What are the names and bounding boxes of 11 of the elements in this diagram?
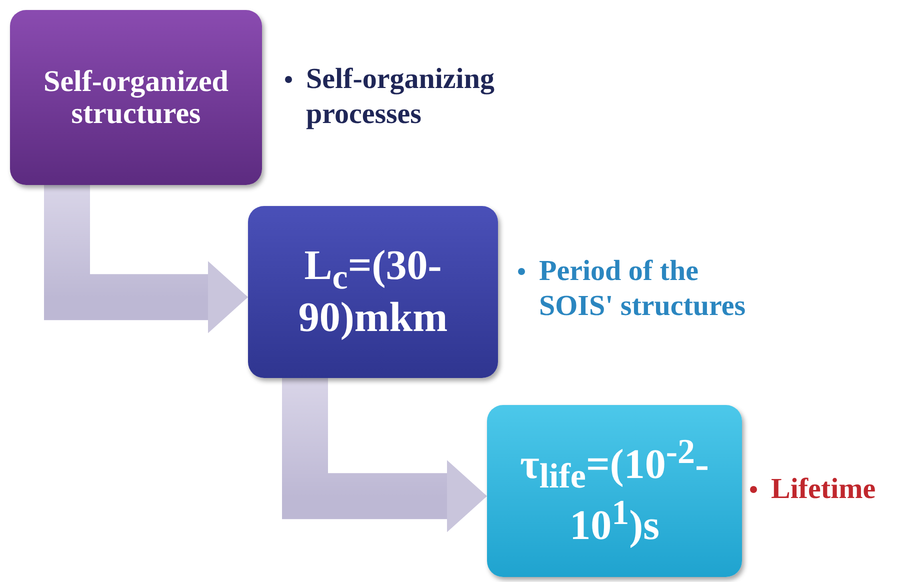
process-box bbox=[487, 405, 742, 577]
process-box bbox=[248, 206, 498, 378]
description-text: Lifetime bbox=[771, 472, 876, 507]
description-text: Self-organizing processes bbox=[306, 62, 496, 132]
box-label: Self-organized structures bbox=[42, 66, 230, 129]
box-label: L$_{c}$=(30- 90)mkm bbox=[297, 244, 449, 340]
process-box bbox=[10, 10, 262, 185]
bent-arrow bbox=[282, 378, 487, 532]
box-label: τ$_{life}$=(10$^{-2}$- 10$^{1}$)s bbox=[518, 434, 710, 548]
bent-arrow bbox=[44, 185, 248, 334]
description-text: Period of the SOIS' structures bbox=[539, 254, 747, 324]
